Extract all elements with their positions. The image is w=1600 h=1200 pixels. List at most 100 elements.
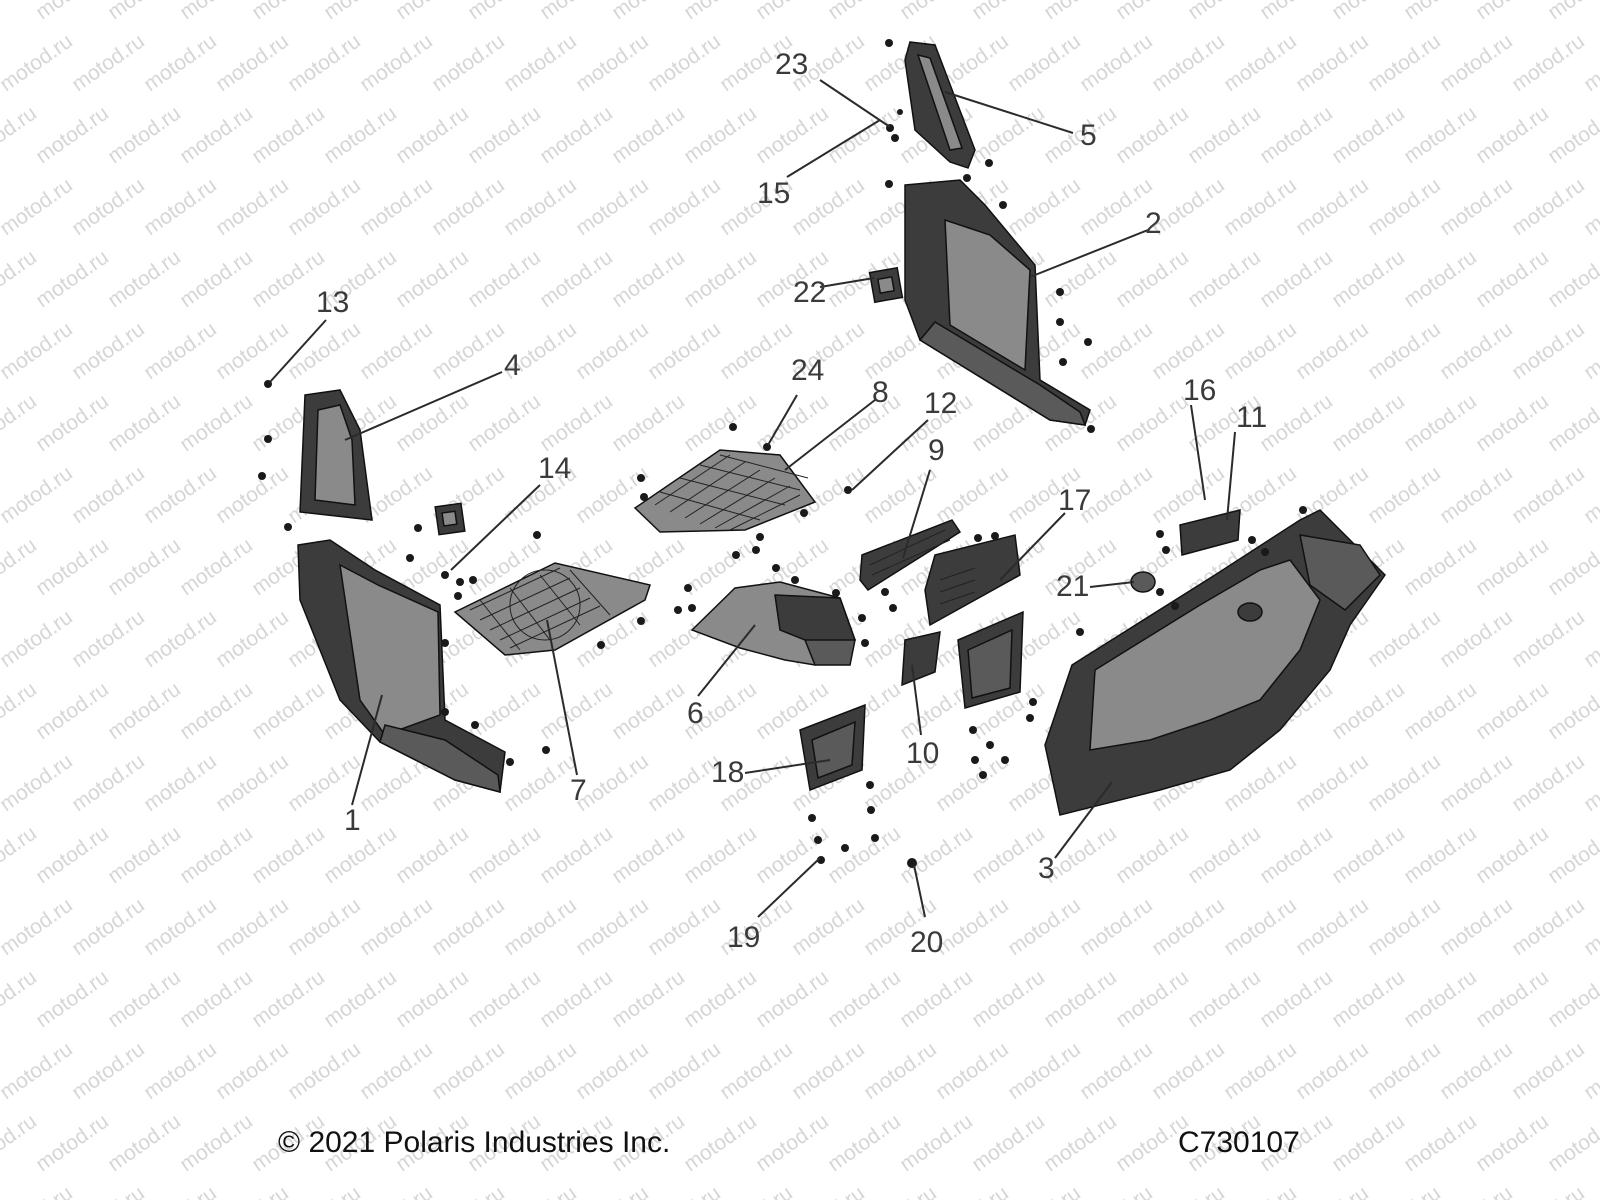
watermark-text: motod.ru [1472,534,1553,600]
watermark-text: motod.ru [752,966,833,1032]
watermark-text: motod.ru [1328,102,1409,168]
watermark-text: motod.ru [536,102,617,168]
watermark-text: motod.ru [1184,822,1265,888]
callout-labels: 1 2 3 4 5 6 7 8 9 10 11 12 13 14 15 16 1… [316,48,1267,959]
watermark-text: motod.ru [1400,678,1481,744]
part-10-small-vent [901,631,941,687]
watermark-text: motod.ru [284,1182,365,1200]
watermark-text: motod.ru [1508,750,1589,816]
watermark-text: motod.ru [248,966,329,1032]
watermark-text: motod.ru [0,894,77,960]
watermark-text: motod.ru [1544,678,1600,744]
watermark-text: motod.ru [824,0,905,24]
watermark-text: motod.ru [464,966,545,1032]
watermark-text: motod.ru [1580,174,1600,240]
watermark-text: motod.ru [1508,462,1589,528]
watermark-text: motod.ru [212,318,293,384]
watermark-text: motod.ru [1400,246,1481,312]
watermark-text: motod.ru [464,678,545,744]
watermark-text: motod.ru [1580,750,1600,816]
watermark-text: motod.ru [0,1182,77,1200]
watermark-text: motod.ru [68,462,149,528]
callout-17: 17 [1058,484,1091,517]
fasteners [258,39,1307,868]
watermark-text: motod.ru [500,174,581,240]
watermark-text: motod.ru [68,750,149,816]
watermark-text: motod.ru [1580,318,1600,384]
watermark-text: motod.ru [1364,174,1445,240]
watermark-text: motod.ru [1292,750,1373,816]
watermark-text: motod.ru [392,822,473,888]
watermark-text: motod.ru [356,1182,437,1200]
watermark-text: motod.ru [428,1182,509,1200]
watermark-text: motod.ru [176,246,257,312]
watermark-text: motod.ru [1076,1038,1157,1104]
callout-16: 16 [1183,374,1216,407]
watermark-text: motod.ru [68,318,149,384]
watermark-text: motod.ru [1328,822,1409,888]
callout-11: 11 [1236,401,1267,434]
leader-lines [269,79,1236,918]
watermark-text: motod.ru [0,678,41,744]
watermark-text: motod.ru [1508,894,1589,960]
part-18-access-panel [799,703,866,792]
watermark-text: motod.ru [860,1182,941,1200]
watermark-text: motod.ru [1112,390,1193,456]
callout-7: 7 [570,774,587,807]
watermark-text: motod.ru [176,822,257,888]
watermark-text: motod.ru [1256,246,1337,312]
copyright-notice: © 2021 Polaris Industries Inc. [278,1126,671,1159]
part-17-vent-panel [924,534,1021,627]
watermark-text: motod.ru [320,102,401,168]
watermark-text: motod.ru [68,1182,149,1200]
watermark-text: motod.ru [1184,0,1265,24]
watermark-text: motod.ru [1256,102,1337,168]
watermark-text: motod.ru [1292,1038,1373,1104]
watermark-text: motod.ru [104,102,185,168]
watermark-text: motod.ru [500,1038,581,1104]
callout-19: 19 [727,921,760,954]
watermark-text: motod.ru [1364,894,1445,960]
watermark-text: motod.ru [1148,1182,1229,1200]
watermark-text: motod.ru [1004,30,1085,96]
watermark-text: motod.ru [1472,0,1553,24]
watermark-text: motod.ru [392,966,473,1032]
watermark-text: motod.ru [608,246,689,312]
watermark-text: motod.ru [1256,966,1337,1032]
watermark-text: motod.ru [1004,174,1085,240]
watermark-text: motod.ru [824,1110,905,1176]
watermark-text: motod.ru [572,1182,653,1200]
watermark-text: motod.ru [680,0,761,24]
callout-1: 1 [344,804,361,837]
watermark-text: motod.ru [1400,390,1481,456]
watermark-text: motod.ru [1508,174,1589,240]
watermark-text: motod.ru [0,606,77,672]
watermark-text: motod.ru [1580,894,1600,960]
watermark-text: motod.ru [0,246,41,312]
watermark-text: motod.ru [788,1038,869,1104]
watermark-text: motod.ru [1040,0,1121,24]
watermark-text: motod.ru [140,30,221,96]
watermark-text: motod.ru [1436,894,1517,960]
watermark-text: motod.ru [824,822,905,888]
watermark-text: motod.ru [1544,966,1600,1032]
watermark-text: motod.ru [68,30,149,96]
watermark-text: motod.ru [572,30,653,96]
watermark-text: motod.ru [140,318,221,384]
watermark-text: motod.ru [32,534,113,600]
watermark-text: motod.ru [464,390,545,456]
watermark-text: motod.ru [392,102,473,168]
watermark-text: motod.ru [392,0,473,24]
watermark-text: motod.ru [752,1110,833,1176]
watermark-text: motod.ru [1364,606,1445,672]
watermark-text: motod.ru [1508,318,1589,384]
callout-13: 13 [316,286,349,319]
watermark-text: motod.ru [1328,246,1409,312]
watermark-text: motod.ru [536,246,617,312]
watermark-text: motod.ru [644,1038,725,1104]
watermark-text: motod.ru [644,894,725,960]
watermark-text: motod.ru [1400,534,1481,600]
watermark-text: motod.ru [572,1038,653,1104]
watermark-text: motod.ru [896,822,977,888]
watermark-text: motod.ru [1328,390,1409,456]
